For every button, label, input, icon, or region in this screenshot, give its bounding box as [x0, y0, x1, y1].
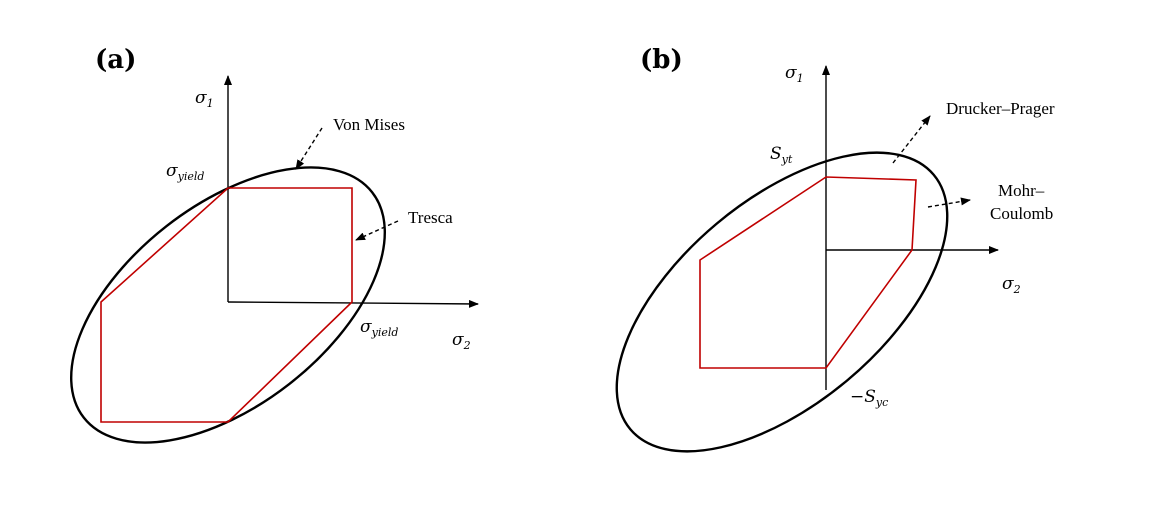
panel-a-label: (a): [95, 45, 136, 75]
mohr-coulomb-leader: [927, 197, 971, 208]
panel-a: (a) σ1 σ2 σyield σyield Von Mises Tresca: [70, 45, 479, 444]
sigma2-label-a: σ2: [452, 330, 471, 352]
tresca-hexagon: [100, 187, 353, 423]
von-mises-ellipse: [70, 166, 386, 444]
von-mises-leader: [295, 127, 323, 170]
sigma2-axis-a: [227, 299, 479, 308]
mohr-coulomb-polygon: [699, 176, 917, 369]
mohr-coulomb-annotation-line1: Mohr–: [998, 181, 1045, 200]
drucker-prager-ellipse: [615, 151, 949, 453]
drucker-prager-leader: [892, 115, 931, 164]
sigma1-label-a: σ1: [195, 88, 214, 110]
sigma2-label-b: σ2: [1002, 274, 1021, 296]
sigma1-label-b: σ1: [785, 63, 804, 85]
tresca-annotation: Tresca: [408, 208, 453, 227]
sigma-yield-right-label: σyield: [360, 317, 398, 339]
panel-b: (b) σ1 σ2 Syt −Syc Drucker–Prager Mohr– …: [615, 45, 1055, 453]
mohr-coulomb-annotation-line2: Coulomb: [990, 204, 1053, 223]
drucker-prager-annotation: Drucker–Prager: [946, 99, 1055, 118]
sigma-yield-top-label: σyield: [166, 161, 204, 183]
von-mises-annotation: Von Mises: [333, 115, 405, 134]
syc-label: −Syc: [850, 387, 888, 409]
tresca-leader: [355, 220, 399, 241]
syt-label: Syt: [770, 144, 793, 166]
panel-b-label: (b): [640, 45, 683, 75]
